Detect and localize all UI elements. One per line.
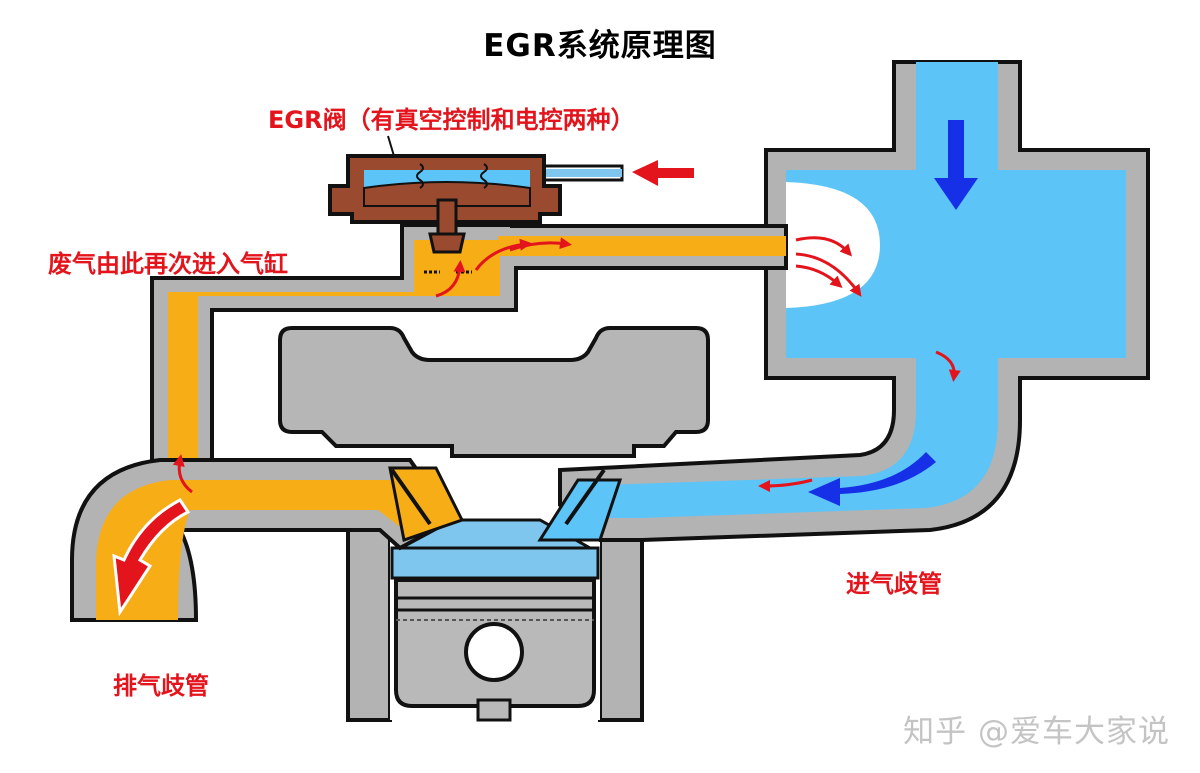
intake-manifold-label: 进气歧管 — [846, 570, 942, 598]
egr-flow-arrows — [435, 236, 961, 492]
intake-flow-arrows — [808, 120, 978, 506]
exhaust-rise-arrow — [172, 454, 193, 494]
egr-valve — [328, 135, 624, 254]
exhaust-flow-arrow — [112, 498, 191, 617]
exhaust-manifold-label: 排气歧管 — [113, 672, 209, 700]
egr-valve-label: EGR阀（有真空控制和电控两种） — [268, 106, 635, 134]
vacuum-flow-arrow — [632, 160, 694, 186]
watermark: 知乎 @爱车大家说 — [903, 714, 1170, 750]
page-title: EGR系统原理图 — [483, 28, 717, 64]
engine-valves — [390, 468, 606, 526]
exhaust-reentry-label: 废气由此再次进入气缸 — [48, 250, 288, 278]
piston — [390, 546, 600, 722]
engine-block — [278, 326, 710, 458]
